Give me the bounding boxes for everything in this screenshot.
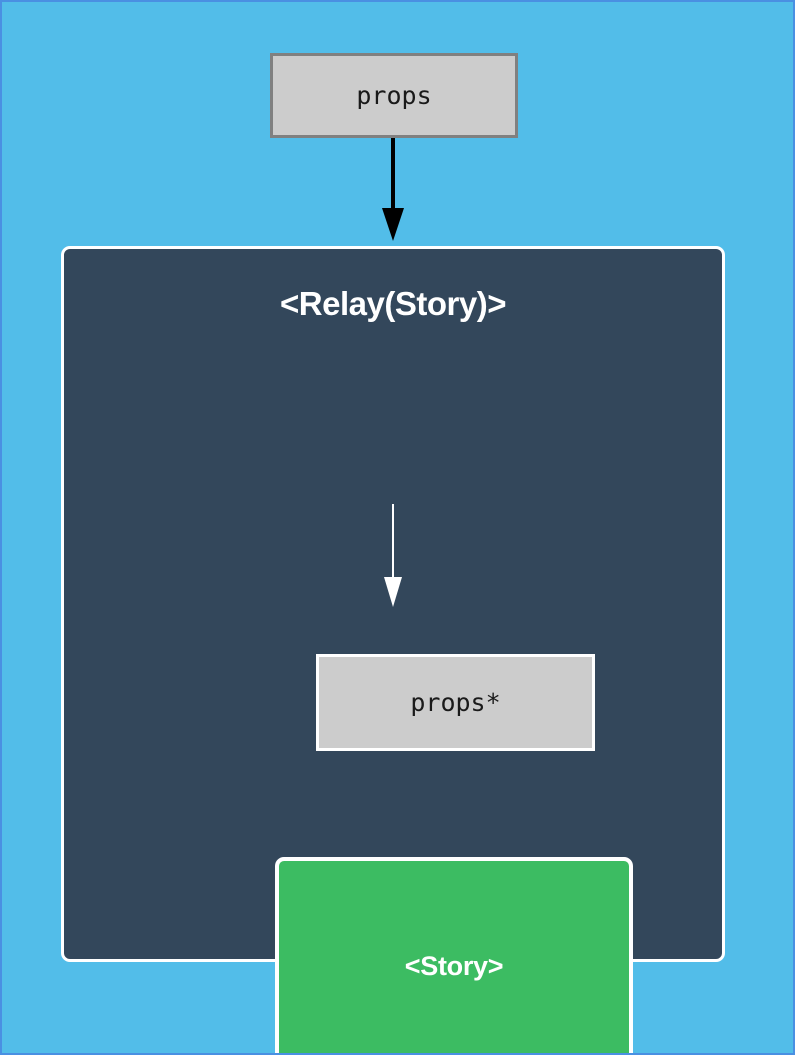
story-component-node[interactable]: <Story>	[275, 857, 633, 1053]
props-node[interactable]: props	[270, 53, 518, 138]
props-to-relay-arrow	[382, 138, 404, 241]
props-node-label: props	[356, 81, 432, 110]
story-component-label: <Story>	[404, 951, 504, 981]
props-to-relay-arrow-head	[382, 208, 404, 241]
relay-story-container[interactable]: <Relay(Story)> props* <Story>	[61, 246, 725, 1053]
props-star-node-label: props*	[410, 688, 501, 717]
props-star-node[interactable]: props*	[316, 654, 595, 751]
relay-story-title: <Relay(Story)>	[280, 285, 506, 322]
